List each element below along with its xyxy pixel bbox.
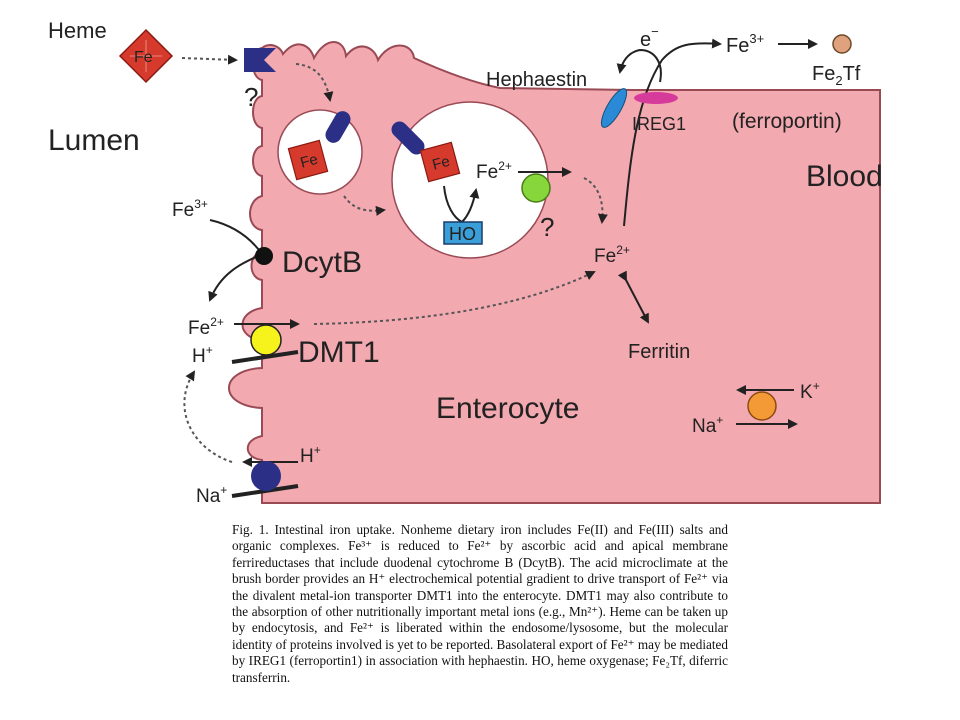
fe2-endosome-label: Fe2+ <box>476 159 512 183</box>
ireg1-label: IREG1 <box>632 114 686 134</box>
h-dmt1-label: H+ <box>192 343 213 367</box>
fe2-lumen-label: Fe2+ <box>188 315 224 339</box>
heme-fe-text: Fe <box>134 49 153 66</box>
heme-receptor <box>244 48 276 72</box>
heme-label: Heme <box>48 18 107 43</box>
endosome-exit-transporter <box>521 173 551 203</box>
h-bottom-label: H+ <box>300 443 321 467</box>
fe3-lumen-label: Fe3+ <box>172 197 208 221</box>
blood-label: Blood <box>806 160 883 193</box>
endosome-receptor <box>391 121 425 155</box>
dmt1-label: DMT1 <box>298 336 380 369</box>
lumen-label: Lumen <box>48 124 140 157</box>
vesicle-receptor-1 <box>325 111 351 143</box>
na-h-exchanger <box>251 461 281 491</box>
hephaestin-label: Hephaestin <box>486 69 587 91</box>
ho-label: HO <box>449 224 476 244</box>
k-label: K+ <box>800 379 820 403</box>
dmt1-to-cytosol-arrow <box>313 270 596 325</box>
fe2tf-label: Fe2Tf <box>812 63 861 88</box>
na-bottom-label: Na+ <box>196 483 227 507</box>
electron-arrow <box>616 48 662 83</box>
electron-label: e− <box>640 24 659 51</box>
vesicle-fe-text-1: Fe <box>298 151 319 172</box>
fe2-ferritin-arrow <box>617 270 649 324</box>
ferroportin-label: (ferroportin) <box>732 110 842 133</box>
proton-recycling-arrow <box>183 370 233 463</box>
ireg1-transporter <box>634 92 678 104</box>
diferric-transferrin-circle <box>832 34 852 54</box>
receptor-to-vesicle-arrow <box>295 63 334 102</box>
receptor-question-mark: ? <box>244 82 258 112</box>
ferritin-label: Ferritin <box>628 341 690 363</box>
na-right-label: Na+ <box>692 413 723 437</box>
fe2-export-arrow <box>623 38 722 227</box>
dcytb-label: DcytB <box>282 246 362 279</box>
fe3-blood-label: Fe3+ <box>726 31 764 57</box>
vesicle-heme-1: Fe <box>287 139 329 181</box>
h-symport-arrow <box>231 350 299 364</box>
fe2-cytosol-label: Fe2+ <box>594 243 630 267</box>
na-k-pump <box>747 391 777 421</box>
heme-diamond: Fe <box>118 28 174 84</box>
vesicle-fe-text-2: Fe <box>430 153 451 174</box>
na-import-arrow <box>231 484 299 498</box>
endosome-to-cytosol-arrow <box>583 177 608 224</box>
figure-caption: Fig. 1. Intestinal iron uptake. Nonheme … <box>232 522 728 685</box>
dmt1-transporter <box>250 324 282 356</box>
endosome-heme: Fe <box>419 141 461 183</box>
dcytb-reductase <box>255 247 273 265</box>
hephaestin-protein <box>600 88 628 128</box>
heme-oxygenase-box <box>443 221 483 245</box>
heme-to-receptor-arrow <box>181 54 238 65</box>
enterocyte-label: Enterocyte <box>436 392 579 425</box>
transporter-question-mark: ? <box>540 212 554 242</box>
